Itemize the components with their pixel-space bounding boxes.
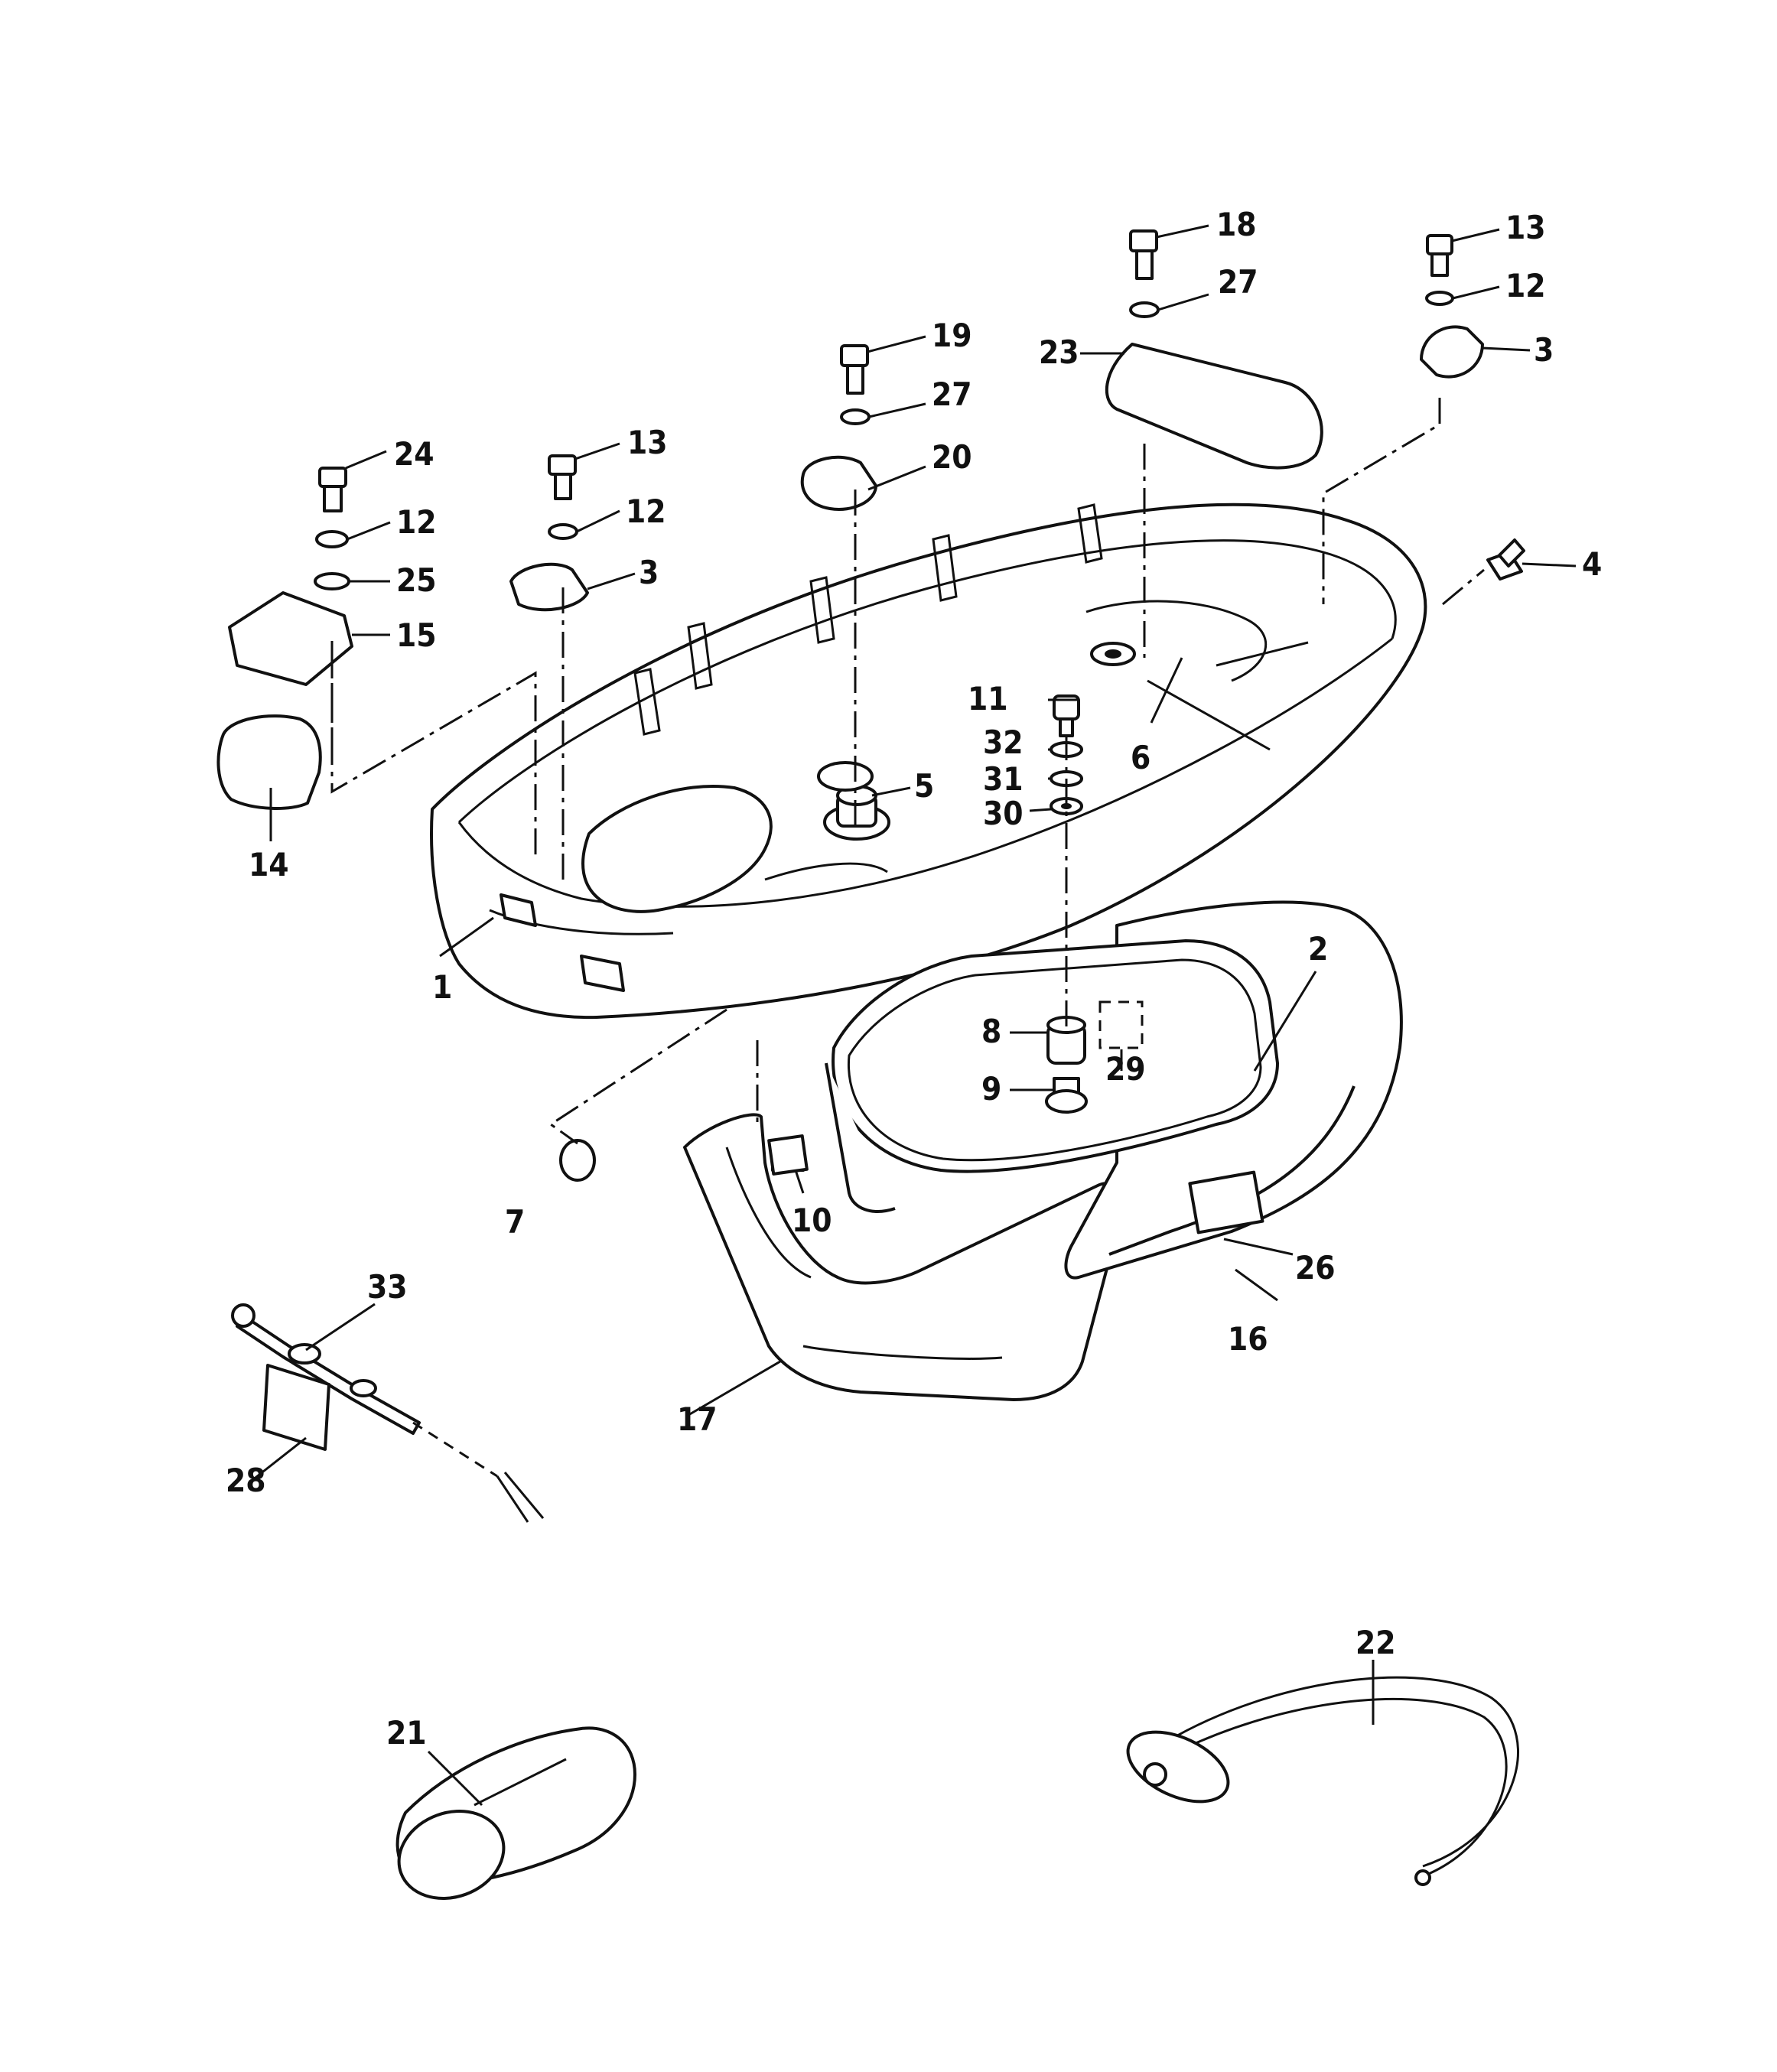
callout-10: 10	[792, 1202, 832, 1239]
centerlines	[330, 398, 1485, 1145]
right-stack	[1420, 234, 1484, 379]
callout-30: 30	[983, 795, 1024, 832]
center-stack	[800, 344, 877, 511]
callout-22: 22	[1356, 1624, 1396, 1661]
callout-4: 4	[1582, 545, 1602, 583]
callout-19: 19	[932, 317, 972, 354]
callout-12-right: 12	[1505, 267, 1546, 304]
callout-15: 15	[396, 616, 437, 654]
left-stack	[216, 467, 353, 810]
callout-12-center: 12	[626, 493, 666, 530]
callout-17: 17	[677, 1400, 718, 1438]
callout-8: 8	[981, 1013, 1001, 1050]
callout-26: 26	[1295, 1249, 1336, 1286]
part-7	[559, 1139, 596, 1182]
callout-16: 16	[1228, 1320, 1268, 1358]
callout-21: 21	[386, 1714, 427, 1752]
callout-6: 6	[1131, 739, 1150, 776]
callout-32: 32	[983, 724, 1024, 761]
callout-3-left: 3	[639, 554, 659, 591]
mount-8-9	[1045, 1000, 1144, 1114]
callout-25: 25	[396, 561, 437, 599]
callout-1: 1	[432, 968, 452, 1006]
callout-28: 28	[226, 1462, 266, 1499]
callout-9: 9	[981, 1070, 1001, 1108]
center-left-stack	[509, 454, 589, 612]
callout-13-left: 13	[627, 424, 668, 461]
callout-33: 33	[367, 1268, 408, 1306]
callout-27-right: 27	[1218, 263, 1258, 301]
callout-2: 2	[1308, 930, 1328, 968]
callout-3-right: 3	[1534, 331, 1554, 369]
plug-4	[1486, 538, 1525, 581]
lanyard-22	[1126, 1676, 1519, 1886]
callout-labels: 1 2 3 3 4 5 6 7 8 9 10 11 12 12 12 13 13…	[226, 206, 1602, 1752]
callout-11: 11	[968, 680, 1008, 717]
bottom-cowl	[430, 503, 1427, 1020]
callout-20: 20	[932, 438, 972, 476]
callout-24: 24	[394, 435, 434, 473]
callout-29: 29	[1105, 1050, 1146, 1088]
right-center-stack	[1105, 229, 1323, 470]
callout-18: 18	[1216, 206, 1257, 243]
callout-23: 23	[1039, 333, 1079, 371]
callout-5: 5	[914, 767, 934, 805]
leader-lines	[252, 224, 1577, 1807]
callout-13-right: 13	[1505, 209, 1546, 246]
callout-14: 14	[249, 846, 289, 883]
stop-switch-33	[231, 1303, 545, 1523]
callout-7: 7	[505, 1203, 525, 1241]
callout-31: 31	[983, 760, 1024, 798]
callout-12-left: 12	[396, 503, 437, 541]
callout-27-center: 27	[932, 376, 972, 413]
decal-10	[767, 1134, 809, 1176]
cover-21	[395, 1726, 636, 1900]
